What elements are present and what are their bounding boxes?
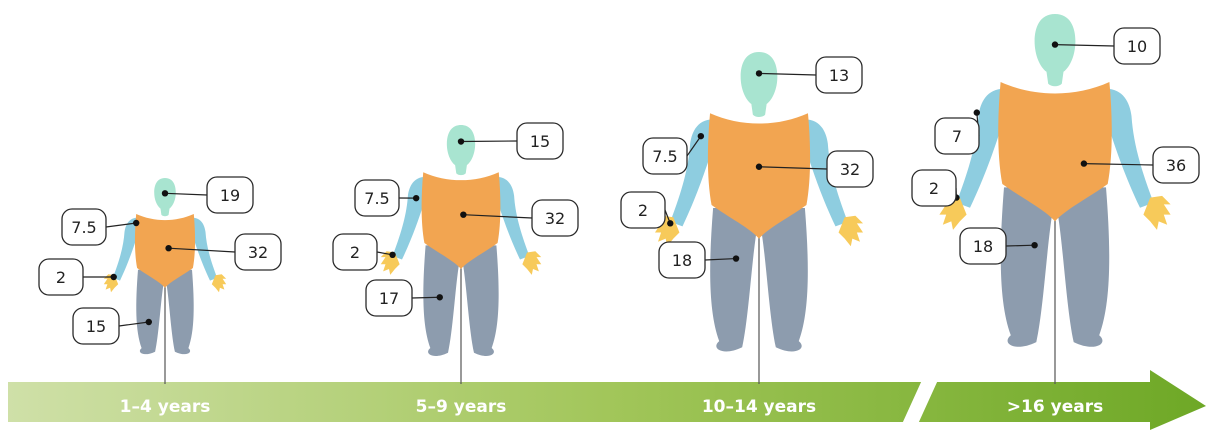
head-percent-label: 19 (220, 186, 240, 205)
head (154, 178, 176, 216)
leg-percent-label: 18 (672, 251, 692, 270)
arm-percent-label: 7 (952, 127, 962, 146)
trunk-percent-label: 32 (545, 209, 565, 228)
left-arm (113, 218, 138, 281)
trunk-percent-label: 32 (840, 160, 860, 179)
trunk-marker (460, 211, 466, 217)
age-label-1: 1–4 years (120, 397, 211, 417)
leg-leader (412, 297, 440, 298)
figure-group-2: 15 7.5 32 2 17 (333, 123, 578, 384)
hand-percent-label: 2 (929, 179, 939, 198)
leg-leader (1006, 245, 1035, 246)
head (447, 125, 475, 175)
arm-marker (698, 133, 704, 139)
age-label-2: 5–9 years (416, 397, 507, 417)
arm-marker (974, 109, 980, 115)
hand-marker (389, 252, 395, 258)
figure-group-1: 19 7.5 32 2 15 (39, 177, 281, 384)
head-marker (1052, 41, 1058, 47)
arm-marker (413, 195, 419, 201)
head-percent-label: 15 (530, 132, 550, 151)
figures: 19 7.5 32 2 15 1–4 years 15 7.5 32 2 17 5–9 years 13… (39, 14, 1199, 417)
figure-group-4: 10 7 36 2 18 (912, 14, 1199, 384)
trunk-marker (756, 164, 762, 170)
trunk-marker (165, 245, 171, 251)
head-marker (458, 138, 464, 144)
age-label-3: 10–14 years (702, 397, 816, 417)
trunk-percent-label: 36 (1166, 156, 1186, 175)
leg-percent-label: 17 (379, 289, 399, 308)
arm-percent-label: 7.5 (652, 147, 677, 166)
right-arm (1106, 89, 1154, 208)
head-percent-label: 10 (1127, 37, 1147, 56)
trunk-marker (1081, 160, 1087, 166)
head-percent-label: 13 (829, 66, 849, 85)
hand-percent-label: 2 (638, 201, 648, 220)
figure-group-3: 13 7.5 32 2 18 (621, 52, 873, 384)
hand-marker (111, 274, 117, 280)
leg-percent-label: 18 (973, 237, 993, 256)
leg-marker (1031, 242, 1037, 248)
head-marker (162, 190, 168, 196)
head (1035, 14, 1076, 86)
leg-marker (437, 294, 443, 300)
age-label-4: >16 years (1007, 397, 1103, 417)
leg-percent-label: 15 (86, 317, 106, 336)
arm-percent-label: 7.5 (71, 218, 96, 237)
right-arm (192, 218, 217, 281)
arm-marker (133, 220, 139, 226)
hand-percent-label: 2 (350, 243, 360, 262)
arm-percent-label: 7.5 (364, 189, 389, 208)
trunk-percent-label: 32 (248, 243, 268, 262)
hand-percent-label: 2 (56, 268, 66, 287)
leg-marker (733, 255, 739, 261)
hand-marker (667, 220, 673, 226)
leg-marker (146, 319, 152, 325)
head (741, 52, 778, 117)
head-leader (461, 141, 517, 142)
head-marker (756, 70, 762, 76)
